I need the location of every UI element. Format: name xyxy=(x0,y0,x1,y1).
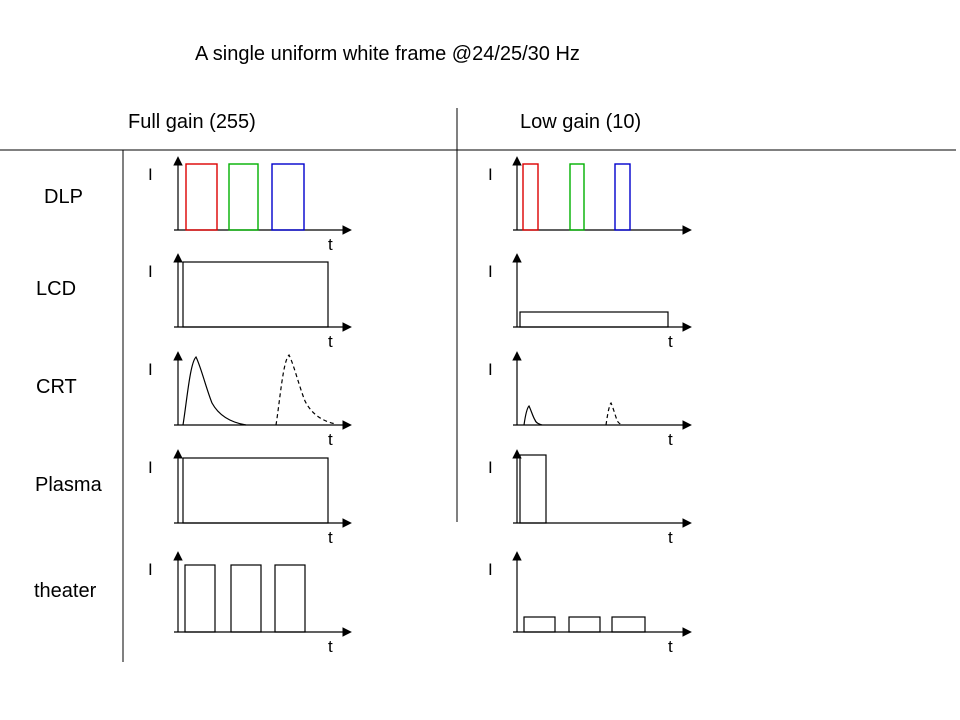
y-axis-label: I xyxy=(148,560,153,579)
x-axis-label: t xyxy=(668,430,673,449)
x-axis-label: t xyxy=(328,430,333,449)
y-axis-label: I xyxy=(488,560,493,579)
column-header-low-gain: Low gain (10) xyxy=(520,111,642,133)
plot-dlp-full-gain: I t xyxy=(148,156,352,254)
crt-flash-repeat xyxy=(605,401,624,426)
slide-title: A single uniform white frame @24/25/30 H… xyxy=(195,43,580,65)
x-axis-label: t xyxy=(328,235,333,254)
plot-crt-full-gain: I t xyxy=(148,351,352,449)
shutter-pulse xyxy=(611,616,646,633)
column-header-full-gain: Full gain (255) xyxy=(128,111,256,133)
lcd-pulse xyxy=(182,261,329,328)
plasma-pulse xyxy=(182,457,329,524)
plot-crt-low-gain: I t xyxy=(488,351,692,449)
plot-lcd-low-gain: I t xyxy=(488,253,692,351)
shutter-pulse xyxy=(184,564,216,633)
plot-theater-full-gain: I t xyxy=(148,551,352,656)
y-axis-label: I xyxy=(488,165,493,184)
row-label-plasma: Plasma xyxy=(35,474,102,496)
y-axis-label: I xyxy=(148,458,153,477)
x-axis-label: t xyxy=(668,332,673,351)
shutter-pulse xyxy=(523,616,556,633)
plot-plasma-full-gain: I t xyxy=(148,449,352,547)
x-axis-label: t xyxy=(328,332,333,351)
blue-pulse xyxy=(271,163,305,231)
plasma-pulse xyxy=(519,454,547,524)
y-axis-label: I xyxy=(148,165,153,184)
red-pulse xyxy=(522,163,539,231)
plot-theater-low-gain: I t xyxy=(488,551,692,656)
x-axis-label: t xyxy=(668,637,673,656)
y-axis-label: I xyxy=(488,360,493,379)
lcd-pulse xyxy=(519,311,669,328)
x-axis-label: t xyxy=(328,528,333,547)
plot-dlp-low-gain: I xyxy=(488,156,692,235)
x-axis-label: t xyxy=(328,637,333,656)
shutter-pulse xyxy=(230,564,262,633)
y-axis-label: I xyxy=(488,262,493,281)
crt-flash xyxy=(523,404,543,426)
row-label-dlp: DLP xyxy=(44,186,83,208)
row-label-lcd: LCD xyxy=(36,278,77,300)
y-axis-label: I xyxy=(488,458,493,477)
crt-flash-repeat xyxy=(275,353,337,426)
y-axis-label: I xyxy=(148,262,153,281)
plot-lcd-full-gain: I t xyxy=(148,253,352,351)
row-label-crt: CRT xyxy=(36,376,77,398)
plot-plasma-low-gain: I t xyxy=(488,449,692,547)
shutter-pulse xyxy=(274,564,306,633)
shutter-pulse xyxy=(568,616,601,633)
y-axis-label: I xyxy=(148,360,153,379)
crt-flash xyxy=(182,355,247,426)
red-pulse xyxy=(185,163,218,231)
row-label-theater: theater xyxy=(34,580,97,602)
green-pulse xyxy=(228,163,259,231)
green-pulse xyxy=(569,163,585,231)
blue-pulse xyxy=(614,163,631,231)
x-axis-label: t xyxy=(668,528,673,547)
